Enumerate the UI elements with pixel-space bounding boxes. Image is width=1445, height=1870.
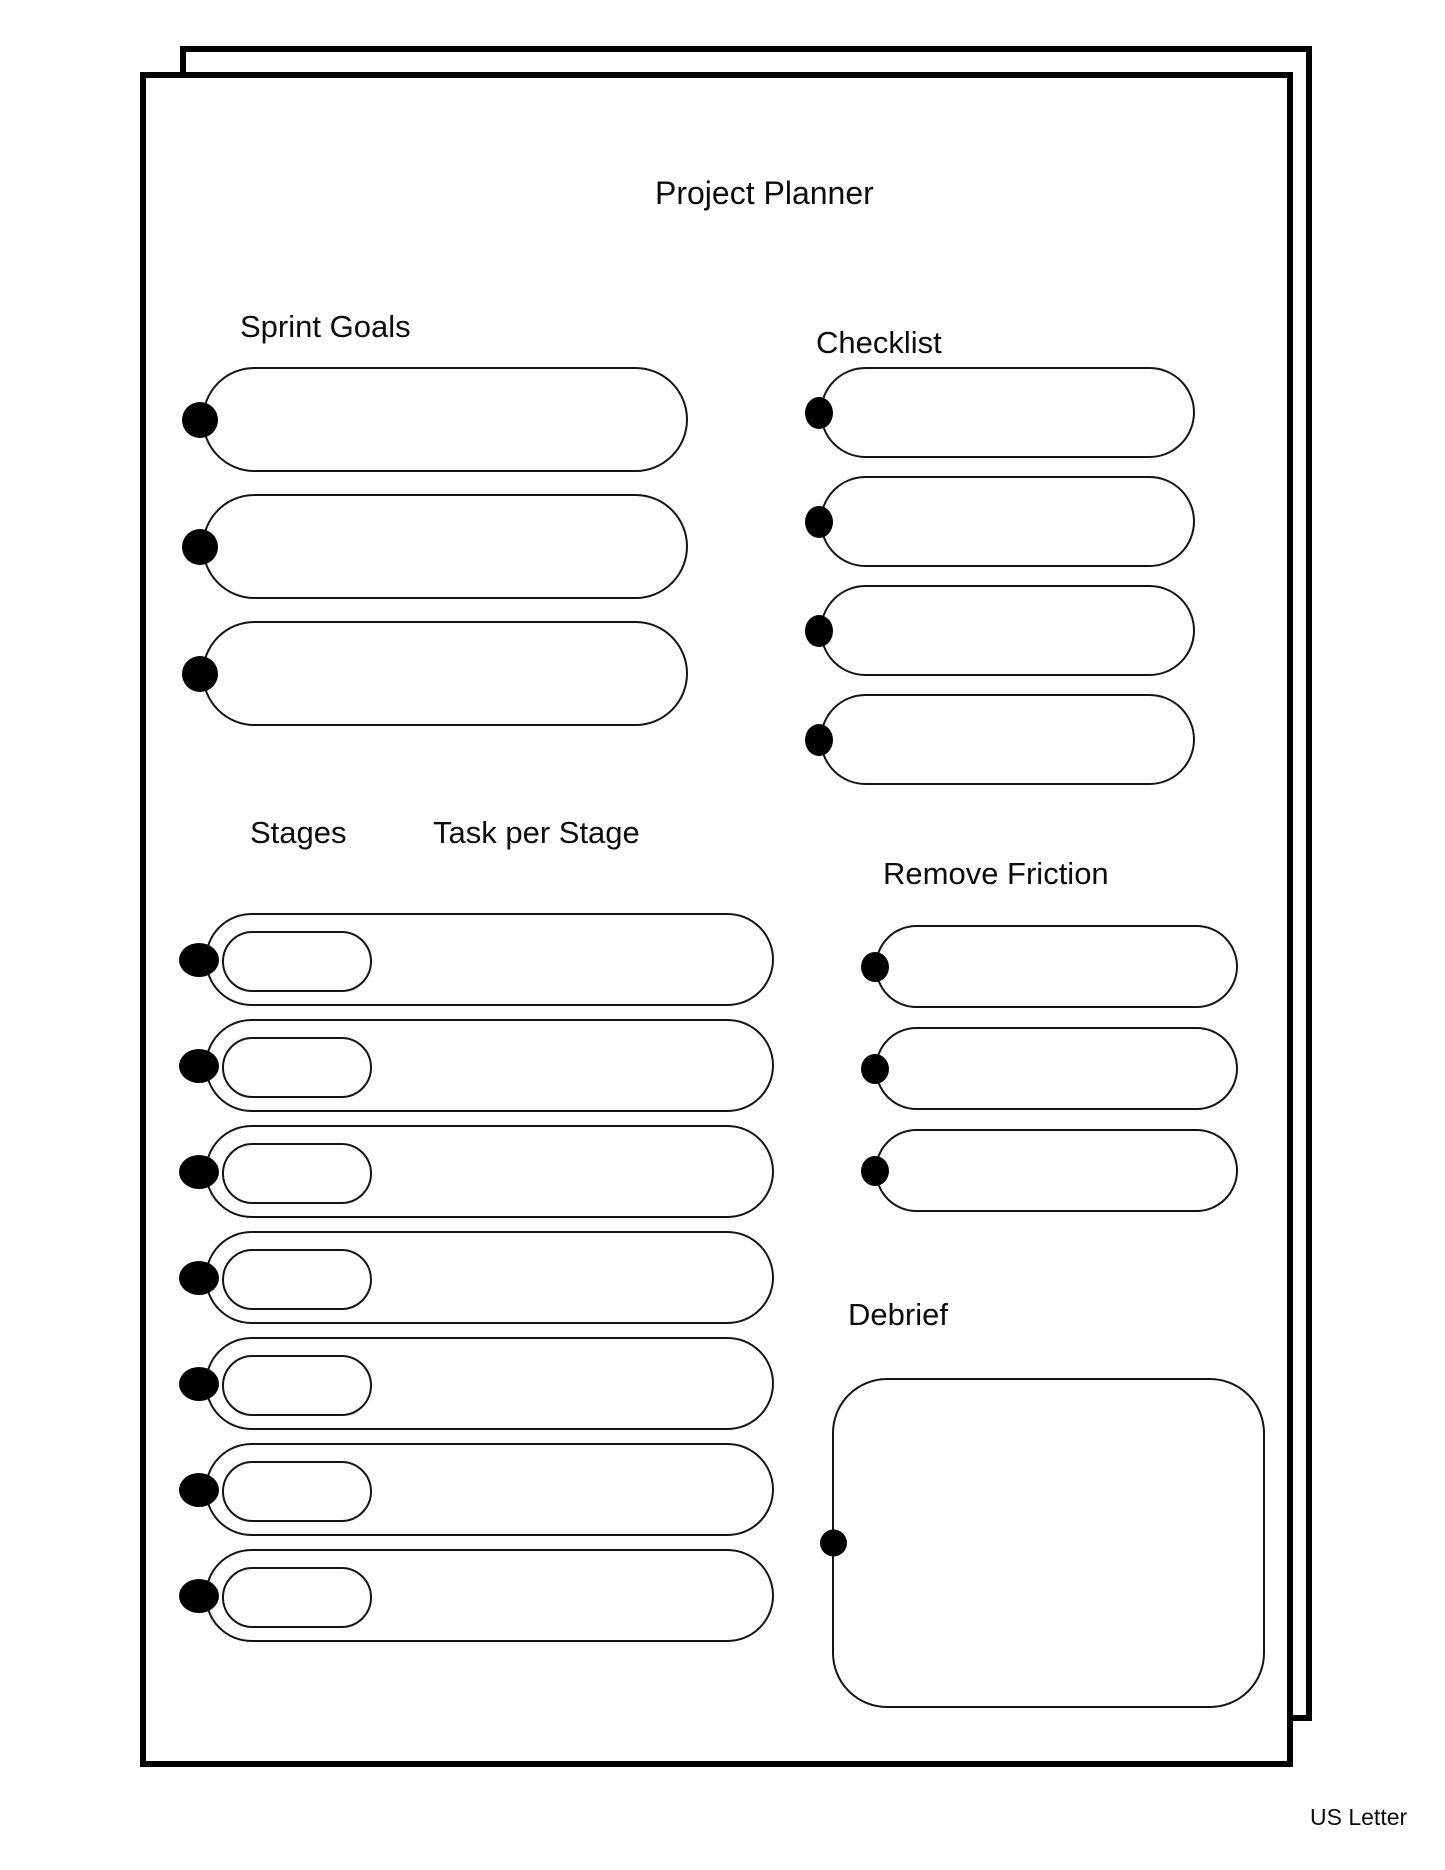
remove-friction-field — [861, 1027, 1238, 1110]
bullet-dot-icon — [805, 723, 833, 756]
paper-size-label: US Letter — [1310, 1804, 1408, 1830]
bullet-dot-icon — [179, 1154, 219, 1189]
sprint-goal-field — [182, 494, 688, 599]
bullet-dot-icon — [179, 1366, 219, 1401]
stage-task-row — [179, 913, 774, 1006]
checklist-item-field — [805, 476, 1195, 567]
checklist-list — [805, 367, 1195, 785]
page-title: Project Planner — [655, 175, 874, 211]
bullet-dot-icon — [179, 1578, 219, 1613]
checklist-item-field — [805, 694, 1195, 785]
bullet-dot-icon — [179, 1472, 219, 1507]
remove-friction-heading: Remove Friction — [883, 856, 1109, 891]
debrief-notes-area — [820, 1378, 1265, 1708]
bullet-dot-icon — [805, 614, 833, 647]
checklist-item-field — [805, 585, 1195, 676]
stage-name-field — [222, 1037, 372, 1098]
stages-heading: Stages — [250, 815, 347, 850]
stage-name-field — [222, 1355, 372, 1416]
checklist-heading: Checklist — [816, 325, 942, 360]
bullet-dot-icon — [179, 1260, 219, 1295]
debrief-heading: Debrief — [848, 1297, 948, 1332]
bullet-dot-icon — [182, 528, 218, 565]
stage-task-row — [179, 1125, 774, 1218]
remove-friction-field — [861, 925, 1238, 1008]
stage-task-row — [179, 1231, 774, 1324]
stage-task-row — [179, 1549, 774, 1642]
bullet-dot-icon — [861, 951, 889, 982]
stages-list — [179, 913, 774, 1642]
bullet-dot-icon — [861, 1155, 889, 1186]
bullet-dot-icon — [182, 655, 218, 692]
stage-name-field — [222, 1461, 372, 1522]
stage-task-row — [179, 1443, 774, 1536]
bullet-dot-icon — [861, 1053, 889, 1084]
sprint-goals-heading: Sprint Goals — [240, 309, 411, 344]
remove-friction-field — [861, 1129, 1238, 1212]
stage-name-field — [222, 1143, 372, 1204]
bullet-dot-icon — [805, 505, 833, 538]
remove-friction-list — [861, 925, 1238, 1212]
sprint-goal-field — [182, 621, 688, 726]
stage-task-row — [179, 1337, 774, 1430]
checklist-item-field — [805, 367, 1195, 458]
bullet-dot-icon — [179, 942, 219, 977]
stage-task-row — [179, 1019, 774, 1112]
sprint-goal-field — [182, 367, 688, 472]
bullet-dot-icon — [820, 1529, 847, 1557]
bullet-dot-icon — [179, 1048, 219, 1083]
bullet-dot-icon — [805, 396, 833, 429]
task-per-stage-heading: Task per Stage — [433, 815, 640, 850]
sprint-goals-list — [182, 367, 688, 726]
stage-name-field — [222, 1567, 372, 1628]
bullet-dot-icon — [182, 401, 218, 438]
stage-name-field — [222, 931, 372, 992]
stage-name-field — [222, 1249, 372, 1310]
